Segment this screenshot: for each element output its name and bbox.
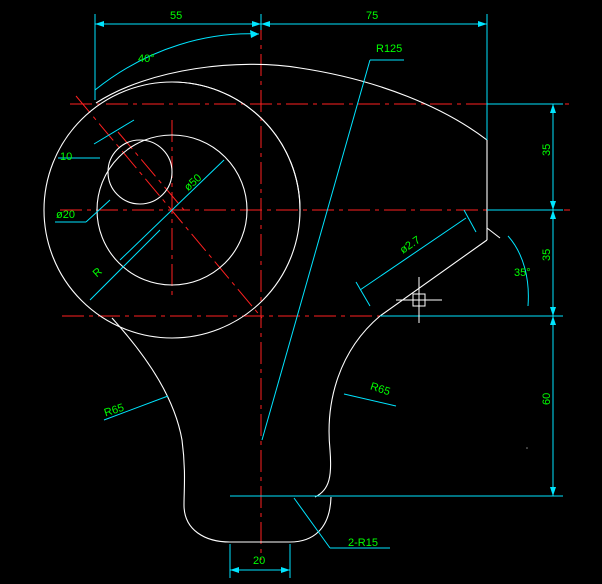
right-r65-leader [343,393,397,407]
dim-text-20: 20 [253,555,265,567]
dia50-circle [96,134,248,286]
dim-text-left-r65: R65 [103,402,126,420]
dim-text-dia20: ø20 [56,209,75,221]
dimension-texts: 55 75 40° R125 10 ø50 ø20 R ø2.7 35° 35 … [56,10,553,567]
dim-10-line [93,119,135,145]
bottom-stem-right [289,496,332,543]
slot-ext-1 [463,209,477,233]
left-r65-fillet [111,317,186,506]
slot-dim-line [359,217,467,291]
arrow-40 [250,30,259,38]
part-geometry [43,63,501,543]
dim-text-35-middle: 35 [541,249,553,261]
r125-top-arc [95,63,488,141]
dim-text-r125: R125 [376,43,402,55]
left-r65-leader [103,395,169,421]
dim-text-35deg: 35° [514,267,531,279]
dim-text-75: 75 [366,10,378,22]
dim-text-60: 60 [541,393,553,405]
bottom-stem-left [183,504,231,543]
slanted-edge-35deg [379,239,488,317]
dim-text-40deg: 40° [138,53,155,65]
dia20-leader [85,199,111,223]
arrow-35a-bottom [550,201,556,210]
dim-text-2-r15: 2-R15 [348,537,378,549]
crosshair-pickbox [412,293,426,307]
slot-ext-2 [355,281,371,307]
inner-arc-right [171,81,301,211]
dim-text-55: 55 [170,10,182,22]
arrow-35b-top [550,210,556,219]
dimension-lines [55,14,563,578]
small-hole-centerline [117,131,185,211]
r125-leader [261,59,371,441]
dim-text-slot: ø2.7 [398,234,423,256]
arrow-75-right [478,21,487,27]
arrow-20-right [281,567,290,573]
dia20-hole [107,139,173,205]
arrow-35a-top [550,104,556,113]
angle-40-arc [94,33,260,91]
dim-text-r: R [91,266,105,280]
diagonal-centerline-40deg [75,95,263,319]
arrow-55-left [95,21,104,27]
slot-stub [486,227,501,239]
arrow-75-left [261,21,270,27]
point-marker [526,447,528,449]
arrow-55-right [252,21,261,27]
dia50-line [119,159,225,261]
cursor-crosshair [396,277,442,323]
dim-text-right-r65: R65 [369,381,392,399]
arrow-60-bottom [550,487,556,496]
r15-leader [293,497,331,549]
dim-text-35-upper: 35 [541,144,553,156]
dim-text-10: 10 [60,151,72,163]
dim-text-dia50: ø50 [182,172,204,194]
arrow-20-left [230,567,239,573]
right-r65-fillet [314,315,381,498]
r-leader [89,229,161,301]
angle-35-arc [507,235,529,307]
center-lines [60,18,570,560]
arrow-35b-bottom [550,307,556,316]
arrow-60-top [550,316,556,325]
